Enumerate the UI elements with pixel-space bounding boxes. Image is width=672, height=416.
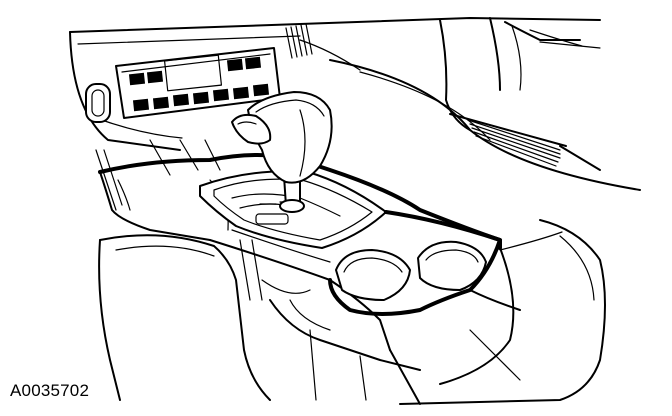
door-panel [439,17,601,171]
lower-console-structure [269,299,421,405]
gear-shift-knob [231,91,333,184]
figure-id-label: A0035702 [10,381,90,400]
center-vent-louvres [285,23,313,59]
cup-holder [328,210,521,316]
climate-control-panel [115,47,281,119]
gear-shift-lever [279,175,305,213]
left-air-vent [85,83,111,123]
left-seat [98,234,271,401]
right-seat [399,219,606,405]
